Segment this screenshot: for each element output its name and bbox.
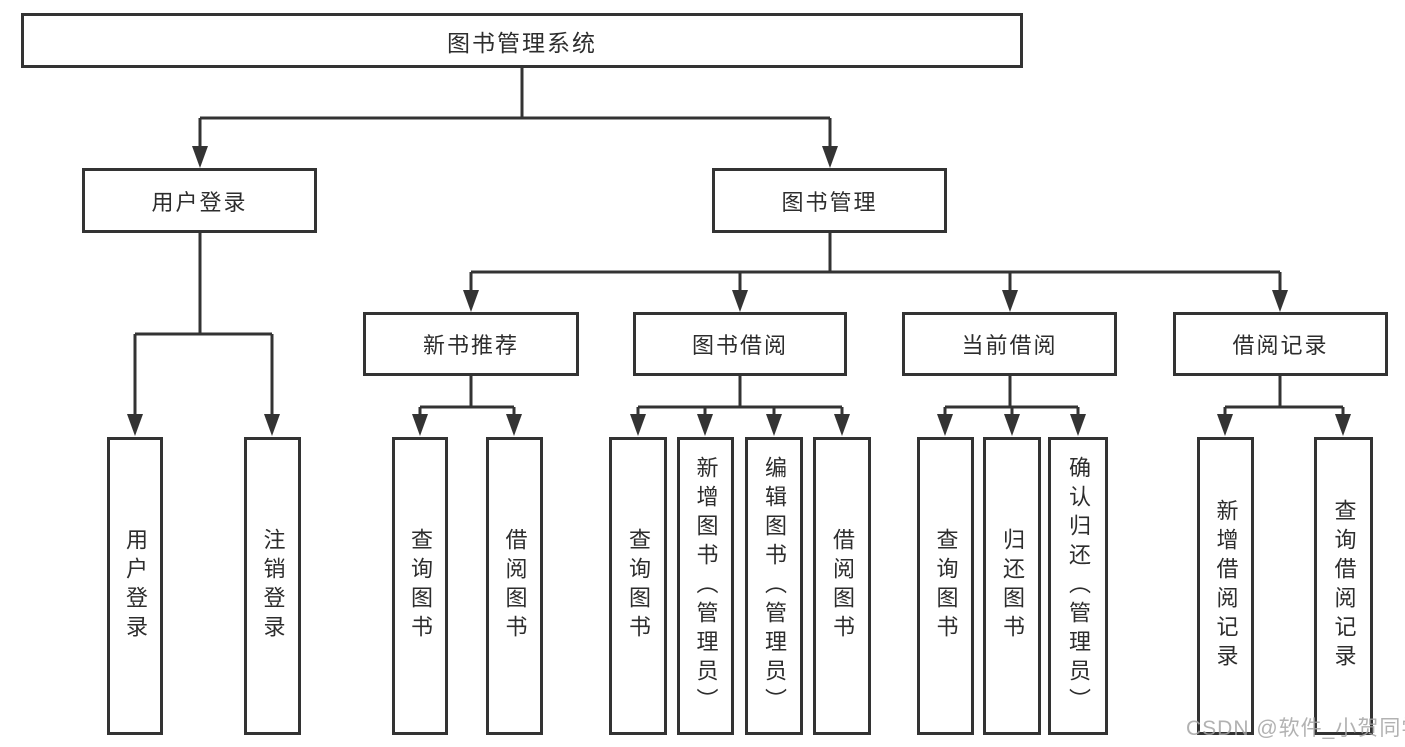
- leaf-label: 编辑图书（管理员）: [762, 455, 787, 717]
- node-root-system: 图书管理系统: [21, 13, 1023, 68]
- leaf-label: 查询借阅记录: [1331, 499, 1357, 673]
- leaf-label: 归还图书: [1000, 528, 1025, 644]
- leaf-recommend-query-books: 查询图书: [392, 437, 448, 735]
- leaf-current-query-books: 查询图书: [917, 437, 974, 735]
- leaf-current-return-books: 归还图书: [983, 437, 1041, 735]
- leaf-borrowing-edit-books-admin: 编辑图书（管理员）: [745, 437, 803, 735]
- node-label: 新书推荐: [422, 333, 519, 358]
- node-user-login: 用户登录: [82, 168, 317, 233]
- node-label: 图书借阅: [691, 333, 788, 358]
- leaf-current-confirm-return-admin: 确认归还（管理员）: [1048, 437, 1108, 735]
- node-label: 当前借阅: [961, 333, 1058, 358]
- leaf-borrowing-add-books-admin: 新增图书（管理员）: [677, 437, 734, 735]
- node-book-borrowing: 图书借阅: [633, 312, 847, 376]
- leaf-label: 用户登录: [123, 528, 148, 644]
- leaf-label: 新增图书（管理员）: [693, 455, 719, 717]
- leaf-logout: 注销登录: [244, 437, 301, 735]
- leaf-label: 新增借阅记录: [1213, 499, 1239, 673]
- arrowhead-icons: [127, 146, 1351, 436]
- node-current-borrowing: 当前借阅: [902, 312, 1117, 376]
- leaf-label: 借阅图书: [502, 528, 528, 644]
- node-label: 用户登录: [151, 189, 248, 215]
- leaf-user-login: 用户登录: [107, 437, 163, 735]
- leaf-label: 查询图书: [626, 528, 651, 644]
- leaf-label: 借阅图书: [830, 528, 855, 644]
- node-label: 借阅记录: [1232, 333, 1329, 358]
- leaf-label: 查询图书: [933, 528, 959, 644]
- node-label: 图书管理: [781, 189, 878, 215]
- leaf-recommend-borrow-books: 借阅图书: [486, 437, 543, 735]
- node-borrow-records: 借阅记录: [1173, 312, 1388, 376]
- leaf-borrowing-query-books: 查询图书: [609, 437, 667, 735]
- leaf-records-add-record: 新增借阅记录: [1197, 437, 1254, 735]
- node-new-book-recommend: 新书推荐: [363, 312, 579, 376]
- leaf-label: 注销登录: [260, 528, 286, 644]
- leaf-records-query-record: 查询借阅记录: [1314, 437, 1373, 735]
- node-book-management: 图书管理: [712, 168, 947, 233]
- node-label: 图书管理系统: [447, 29, 597, 56]
- leaf-label: 查询图书: [408, 528, 433, 644]
- leaf-borrowing-borrow-books: 借阅图书: [813, 437, 871, 735]
- leaf-label: 确认归还（管理员）: [1066, 455, 1091, 717]
- watermark: CSDN @软件_小贺同学: [1186, 717, 1405, 740]
